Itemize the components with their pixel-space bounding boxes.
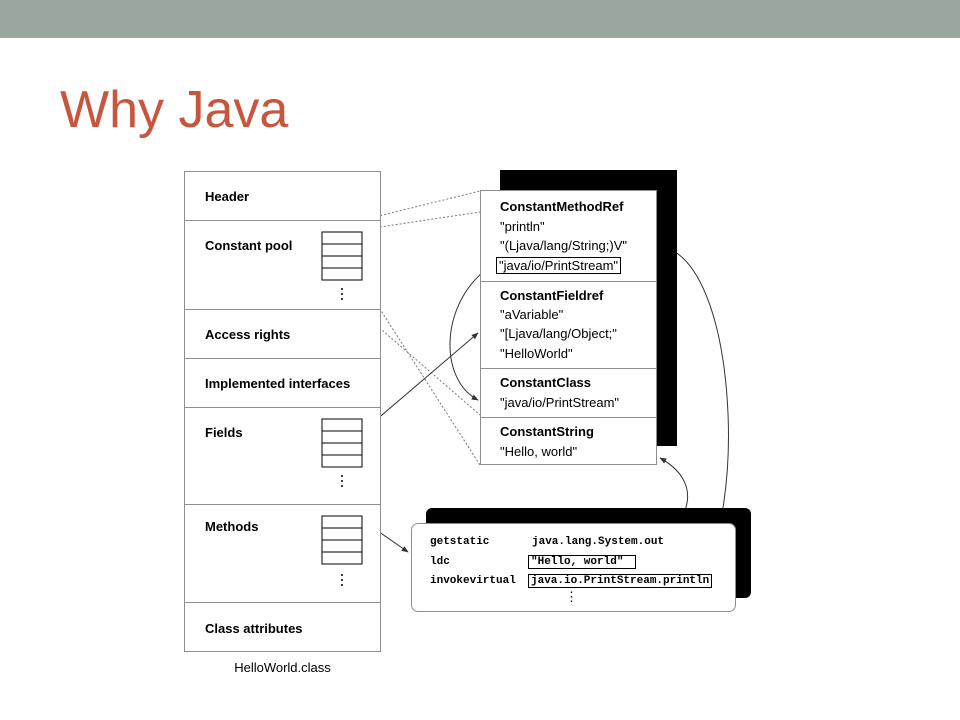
bytecode-box: getstatic java.lang.System.out ldc "Hell… bbox=[411, 523, 736, 612]
entry-value-highlighted: "java/io/PrintStream" bbox=[496, 257, 622, 274]
entry-value: "Hello, world" bbox=[500, 444, 578, 459]
section-header: Header bbox=[185, 172, 380, 221]
entry-type: ConstantString bbox=[500, 424, 594, 439]
dotted-line-1 bbox=[321, 190, 481, 231]
pool-entry-methodref: ConstantMethodRef "println" "(Ljava/lang… bbox=[481, 191, 656, 282]
fields-table-icon bbox=[321, 418, 363, 487]
opcode: invokevirtual bbox=[430, 575, 516, 587]
dotted-line-3 bbox=[321, 277, 481, 416]
slide-title: Why Java bbox=[60, 81, 289, 139]
entry-type: ConstantMethodRef bbox=[500, 199, 624, 214]
arrow-printstream-to-class bbox=[449, 272, 483, 401]
section-implemented-interfaces: Implemented interfaces bbox=[185, 359, 380, 408]
pool-entry-fieldref: ConstantFieldref "aVariable" "[Ljava/lan… bbox=[481, 282, 656, 369]
section-label: Constant pool bbox=[205, 238, 293, 253]
section-class-attributes: Class attributes bbox=[185, 603, 380, 653]
pool-entry-string: ConstantString "Hello, world" bbox=[481, 418, 656, 466]
entry-value: "aVariable" bbox=[500, 307, 564, 322]
section-label: Access rights bbox=[205, 327, 291, 342]
class-file-caption: HelloWorld.class bbox=[234, 660, 331, 675]
operand: java.lang.System.out bbox=[532, 536, 665, 548]
section-label: Header bbox=[205, 189, 250, 204]
section-constant-pool: Constant pool bbox=[185, 221, 380, 310]
entry-value: "java/io/PrintStream" bbox=[500, 395, 620, 410]
constant-pool-detail: ConstantMethodRef "println" "(Ljava/lang… bbox=[480, 190, 657, 465]
bytecode-ellipsis: ⋮ bbox=[565, 590, 578, 605]
opcode: ldc bbox=[430, 556, 450, 568]
constant-pool-table-icon bbox=[321, 231, 363, 300]
operand-boxed: "Hello, world" bbox=[528, 555, 636, 569]
section-label: Implemented interfaces bbox=[205, 376, 351, 391]
section-fields: Fields bbox=[185, 408, 380, 505]
entry-type: ConstantFieldref bbox=[500, 288, 604, 303]
operand-boxed: java.io.PrintStream.println bbox=[528, 574, 713, 588]
entry-value: "[Ljava/lang/Object;" bbox=[500, 326, 617, 341]
section-methods: Methods bbox=[185, 505, 380, 603]
entry-value: "(Ljava/lang/String;)V" bbox=[500, 238, 628, 253]
methods-table-icon bbox=[321, 515, 363, 586]
opcode: getstatic bbox=[430, 536, 490, 548]
entry-value: "println" bbox=[500, 219, 545, 234]
section-access-rights: Access rights bbox=[185, 310, 380, 359]
entry-value: "HelloWorld" bbox=[500, 346, 573, 361]
section-label: Fields bbox=[205, 425, 243, 440]
entry-type: ConstantClass bbox=[500, 375, 592, 390]
section-label: Class attributes bbox=[205, 621, 303, 636]
class-file-diagram: Header Constant pool Access rights Imple… bbox=[184, 171, 381, 652]
pool-entry-class: ConstantClass "java/io/PrintStream" bbox=[481, 369, 656, 418]
top-accent-bar bbox=[0, 0, 960, 38]
section-label: Methods bbox=[205, 519, 259, 534]
arrow-fields-to-fieldref bbox=[361, 332, 479, 433]
